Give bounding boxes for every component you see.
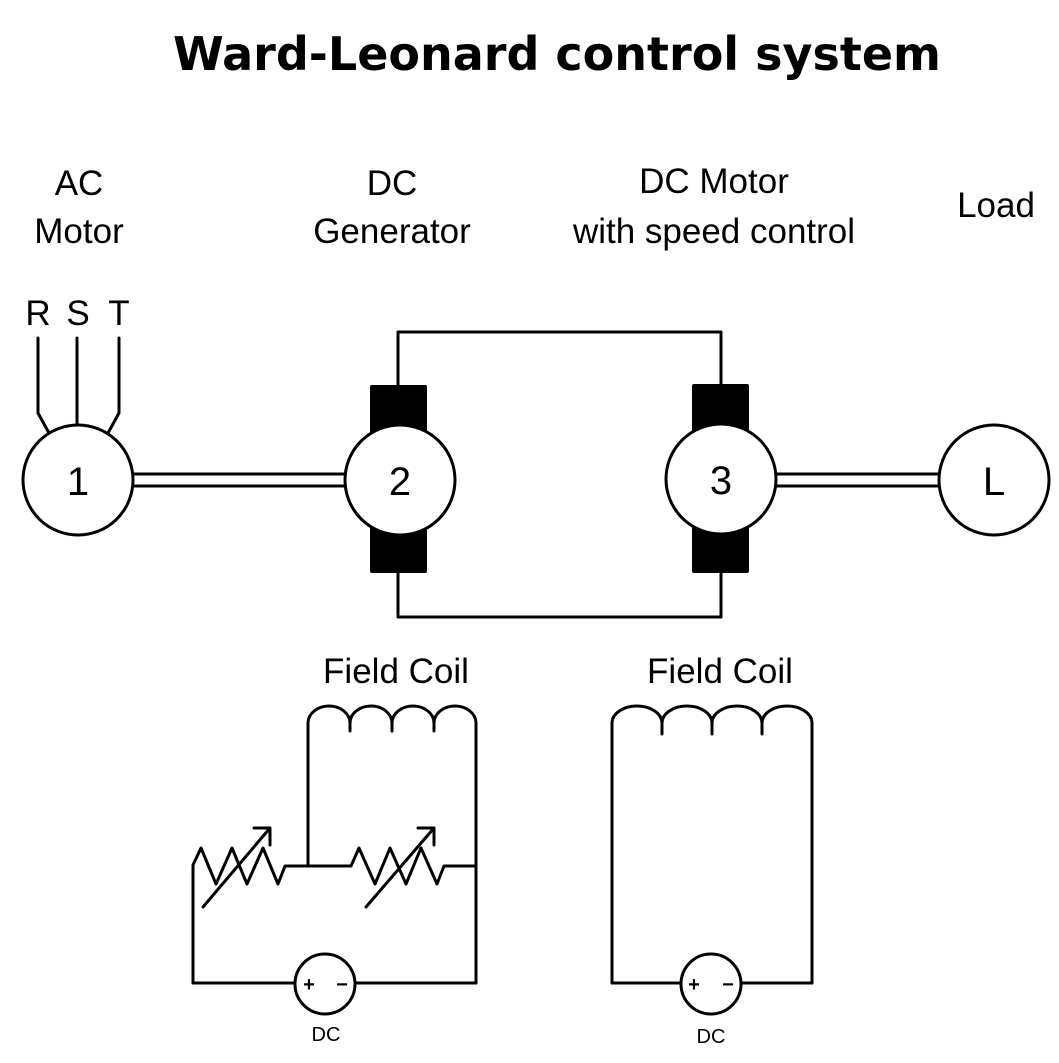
field-coil-1-inductor <box>306 704 478 985</box>
dc-source-1: + − <box>293 952 357 1016</box>
dc-source-2-minus: − <box>722 974 734 996</box>
dc-motor-label-line1: DC Motor <box>639 162 789 201</box>
dc-generator-symbol: 2 <box>389 460 411 504</box>
ac-motor-label-line1: AC <box>55 164 104 203</box>
dc-motor-circle <box>664 422 778 536</box>
dc-generator: 2 <box>343 423 457 537</box>
dc-motor-label-line2: with speed control <box>572 212 855 251</box>
load: L <box>937 423 1051 537</box>
diagram-title: Ward-Leonard control system <box>173 27 941 81</box>
rheostat-b <box>306 846 478 886</box>
dc-source-1-label: DC <box>312 1024 341 1046</box>
armature-wire-top <box>396 330 723 388</box>
rheostat-a-arrow-icon <box>201 826 272 909</box>
field-coil-2-turn-marks <box>660 721 764 736</box>
phase-label-s: S <box>66 294 89 333</box>
rheostat-a <box>191 846 310 985</box>
shaft-1-2 <box>130 472 347 488</box>
dc-motor-symbol: 3 <box>710 459 732 503</box>
field-coil-2-inductor <box>610 704 814 985</box>
load-circle <box>937 423 1051 537</box>
dc-source-2: + − <box>679 952 743 1016</box>
dc-generator-label-line1: DC <box>367 164 418 203</box>
ac-motor: 1 <box>21 423 135 537</box>
dc-source-1-minus: − <box>336 974 348 996</box>
rheostat-b-arrow-icon <box>364 826 436 909</box>
field-coil-1-label: Field Coil <box>323 652 469 691</box>
field-coil-1-turn-marks <box>348 721 436 733</box>
phase-label-r: R <box>25 294 50 333</box>
dc-source-2-circle <box>679 952 743 1016</box>
ac-motor-symbol: 1 <box>67 460 89 504</box>
dc-source-2-label: DC <box>697 1026 726 1048</box>
dc-source-2-plus: + <box>688 974 700 996</box>
dc-generator-label-line2: Generator <box>313 212 471 251</box>
armature-wire-bottom <box>396 570 723 619</box>
phase-label-t: T <box>108 294 129 333</box>
load-label: Load <box>957 186 1035 225</box>
field-coil-2-label: Field Coil <box>647 652 793 691</box>
shaft-3-load <box>774 472 942 488</box>
load-symbol: L <box>983 460 1005 504</box>
ac-motor-label-line2: Motor <box>34 212 124 251</box>
ac-motor-circle <box>21 423 135 537</box>
phase-wire-r <box>36 336 51 435</box>
phase-wire-t <box>106 336 121 435</box>
dc-source-1-circle <box>293 952 357 1016</box>
dc-motor: 3 <box>664 422 778 536</box>
dc-source-1-plus: + <box>303 974 315 996</box>
dc-generator-circle <box>343 423 457 537</box>
